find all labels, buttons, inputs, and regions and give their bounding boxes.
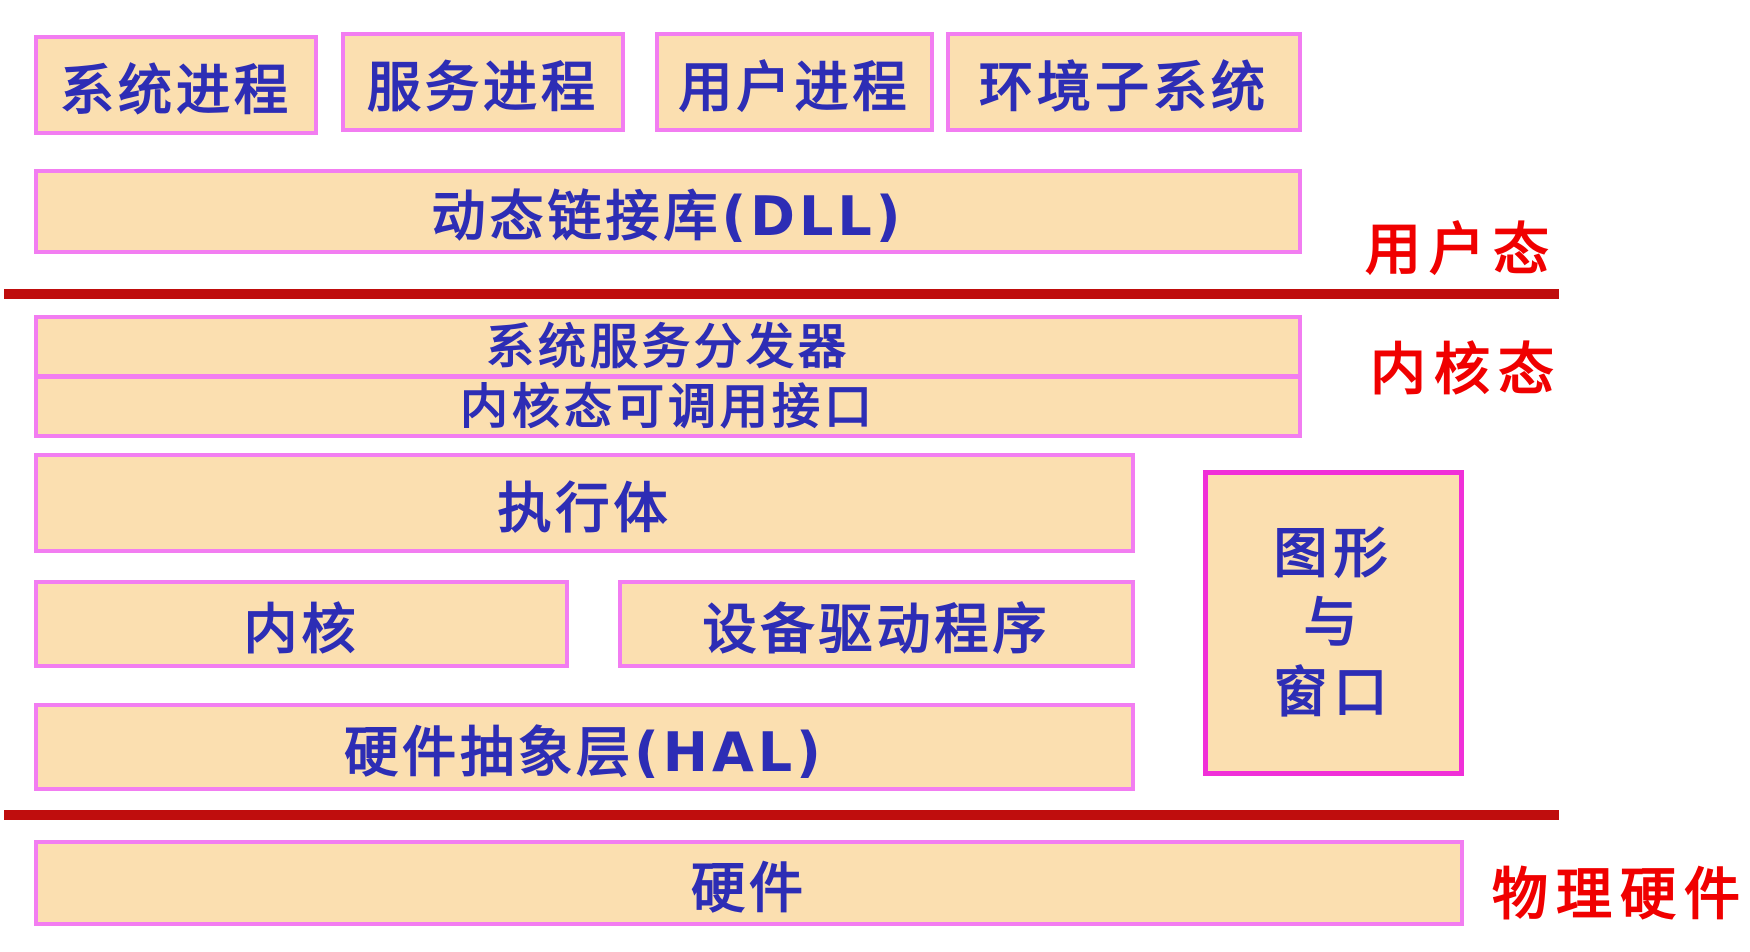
user-kernel-divider <box>4 289 1559 299</box>
device-drivers-label: 设备驱动程序 <box>702 597 1051 661</box>
dll-label: 动态链接库(DLL) <box>431 185 905 248</box>
executive-box: 执行体 <box>34 453 1135 553</box>
executive-label: 执行体 <box>497 476 672 540</box>
kernel-mode-label: 内核态 <box>1370 338 1562 403</box>
user-process-label: 用户进程 <box>678 55 911 119</box>
graphics-window-line-3: 窗口 <box>1273 660 1394 724</box>
kernel-callable-interface-box: 内核态可调用接口 <box>34 375 1302 438</box>
environment-subsystem-box: 环境子系统 <box>946 32 1302 132</box>
hal-box: 硬件抽象层(HAL) <box>34 703 1135 791</box>
hardware-box: 硬件 <box>34 840 1464 926</box>
user-process-box: 用户进程 <box>655 32 934 132</box>
service-process-label: 服务进程 <box>367 55 599 119</box>
device-drivers-box: 设备驱动程序 <box>618 580 1135 668</box>
kernel-callable-interface-label: 内核态可调用接口 <box>459 378 876 435</box>
hardware-label: 硬件 <box>691 856 807 920</box>
kernel-label: 内核 <box>243 597 360 661</box>
kernel-hardware-divider <box>4 810 1559 820</box>
graphics-window-line-1: 图形 <box>1273 522 1394 586</box>
system-service-dispatcher-label: 系统服务分发器 <box>485 318 850 375</box>
graphics-window-line-2: 与 <box>1303 591 1364 655</box>
environment-subsystem-label: 环境子系统 <box>979 55 1269 119</box>
kernel-box: 内核 <box>34 580 569 668</box>
dll-box: 动态链接库(DLL) <box>34 169 1302 254</box>
graphics-window-box: 图形 与 窗口 <box>1203 470 1464 776</box>
system-service-dispatcher-box: 系统服务分发器 <box>34 315 1302 378</box>
service-process-box: 服务进程 <box>341 32 625 132</box>
user-mode-label: 用户态 <box>1365 218 1557 283</box>
system-process-label: 系统进程 <box>60 58 292 122</box>
hal-label: 硬件抽象层(HAL) <box>344 720 825 784</box>
physical-hardware-label: 物理硬件 <box>1492 863 1748 928</box>
system-process-box: 系统进程 <box>34 35 318 135</box>
